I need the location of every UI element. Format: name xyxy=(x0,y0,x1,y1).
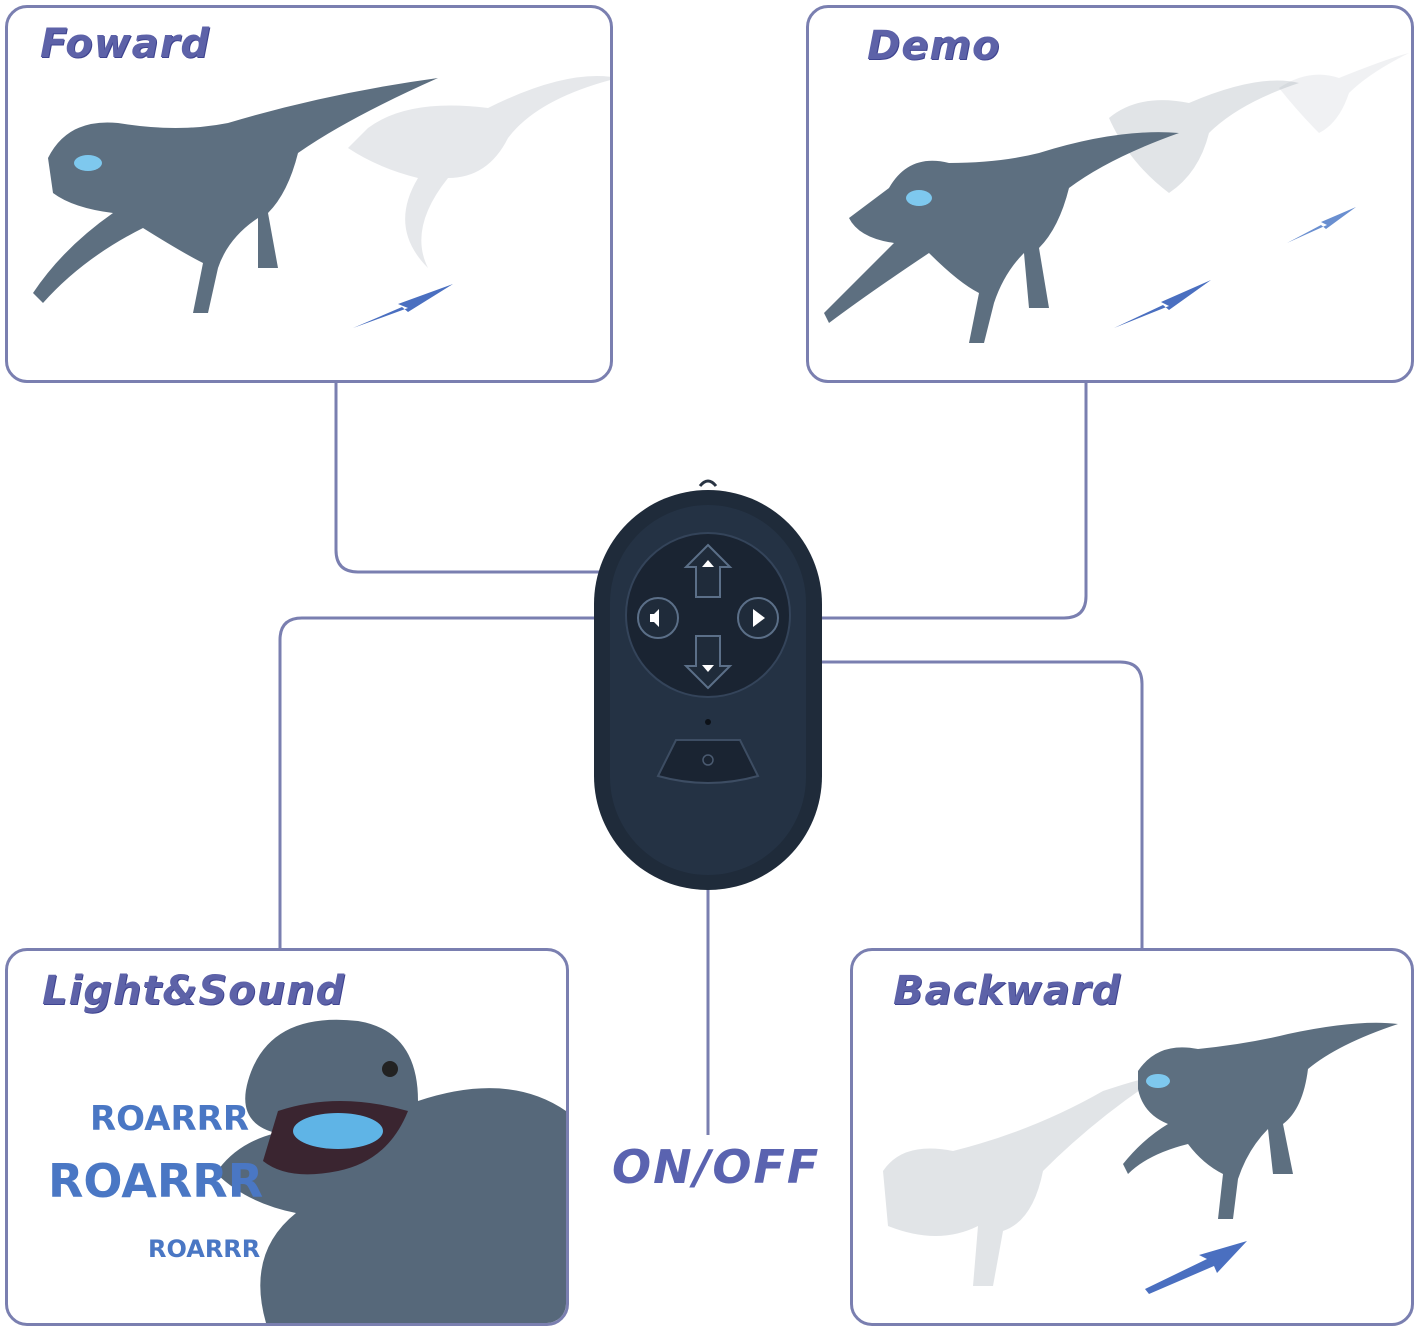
panel-demo: Demo xyxy=(806,5,1414,383)
panel-light-sound: Light&Sound ROARRR ROARRR ROARRR xyxy=(5,948,569,1326)
forward-button-icon[interactable] xyxy=(683,543,733,598)
roar-text: ROARRR xyxy=(48,1154,264,1208)
dinosaur-image xyxy=(883,1022,1398,1294)
arrow-icon xyxy=(1114,280,1211,328)
dinosaur-head-image xyxy=(216,1019,566,1323)
connector-demo xyxy=(770,380,1088,620)
on-off-label: ON/OFF xyxy=(612,1140,821,1194)
panel-forward: Foward xyxy=(5,5,613,383)
connector-backward xyxy=(720,660,1144,950)
light-sound-button-icon[interactable] xyxy=(637,597,679,639)
roar-text: ROARRR xyxy=(148,1235,261,1263)
connector-forward xyxy=(334,380,695,574)
dinosaur-image xyxy=(824,53,1409,343)
panel-title: Backward xyxy=(893,968,1122,1014)
arrow-icon xyxy=(1287,207,1356,243)
panel-backward: Backward xyxy=(850,948,1414,1326)
arrow-icon xyxy=(1145,1241,1247,1294)
connector-light-sound xyxy=(278,616,640,950)
backward-button-icon[interactable] xyxy=(683,635,733,690)
panel-title: Light&Sound xyxy=(42,968,346,1014)
roar-text: ROARRR xyxy=(90,1099,250,1139)
arrow-icon xyxy=(353,284,453,328)
panel-title: Foward xyxy=(40,21,211,67)
power-button-icon[interactable] xyxy=(656,739,760,784)
demo-play-button-icon[interactable] xyxy=(737,597,779,639)
dinosaur-image xyxy=(33,76,610,328)
panel-title: Demo xyxy=(867,23,1001,69)
